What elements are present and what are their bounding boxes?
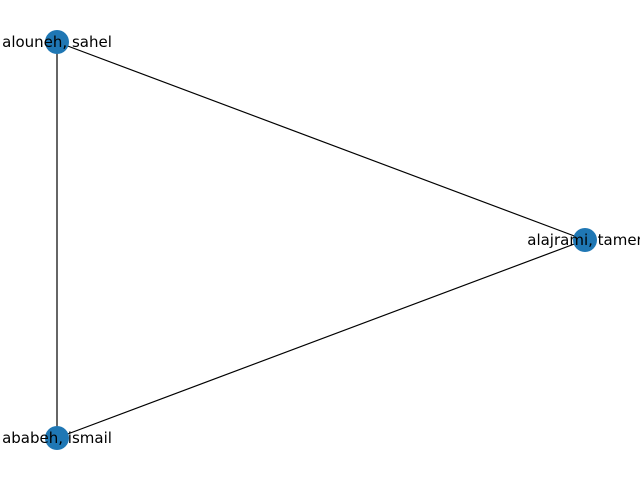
edges-layer [56,41,586,439]
node-n1[interactable] [573,228,597,252]
node-label-n1: alajrami, tamer [527,231,640,249]
node-label-n0: alouneh, sahel [2,33,112,51]
node-n0[interactable] [45,30,69,54]
edge-n0-n1 [56,41,586,241]
labels-layer: alouneh, sahel alajrami, tamer ababeh, ism… [2,33,640,447]
node-n2[interactable] [45,426,69,450]
edge-n1-n2 [56,239,586,439]
node-label-n2: ababeh, ismail [2,429,112,447]
nodes-layer [45,30,597,450]
